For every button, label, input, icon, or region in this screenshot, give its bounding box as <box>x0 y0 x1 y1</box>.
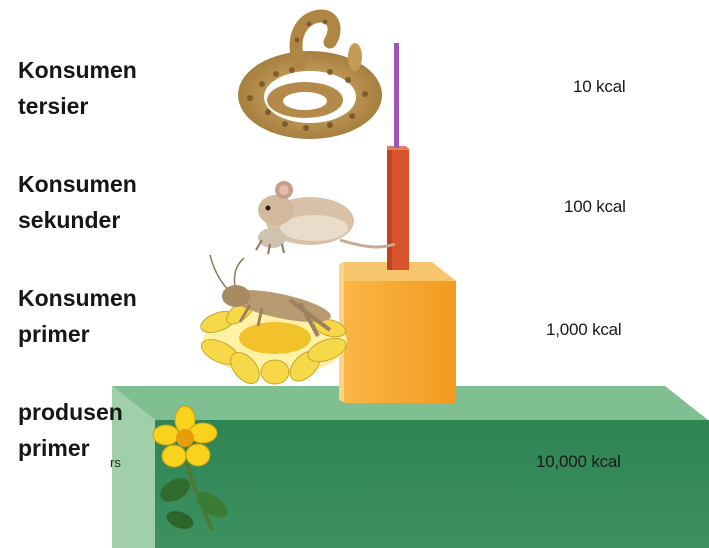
energy-value-producer: 10,000 kcal <box>536 452 621 472</box>
energy-value-secondary: 100 kcal <box>564 197 626 217</box>
secondary-consumer-block <box>387 146 410 270</box>
residual-text: rs <box>110 455 121 470</box>
mouse-icon <box>256 181 395 254</box>
energy-value-primary: 1,000 kcal <box>546 320 622 340</box>
primary-consumer-block <box>339 262 456 403</box>
energy-value-tertiary: 10 kcal <box>573 77 625 97</box>
grasshopper-icon <box>198 255 350 389</box>
primary-block-front <box>344 281 456 403</box>
level-label-primary: Konsumen primer <box>18 280 137 352</box>
level-label-producer: produsen primer <box>18 394 123 466</box>
snake-icon <box>238 16 382 139</box>
secondary-block-side <box>387 150 392 270</box>
tertiary-consumer-block <box>394 43 399 148</box>
level-label-tertiary: Konsumen tersier <box>18 52 137 124</box>
level-label-secondary: Konsumen sekunder <box>18 166 137 238</box>
producer-block-front <box>155 420 709 548</box>
